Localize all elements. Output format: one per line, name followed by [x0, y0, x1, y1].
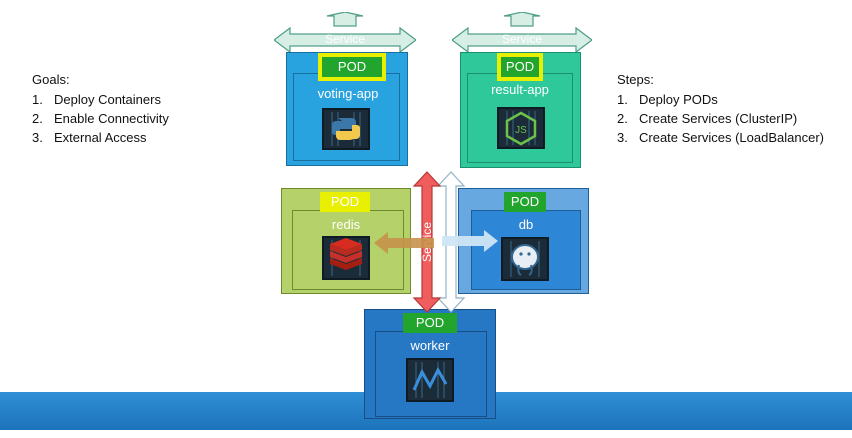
- voting-app-label: voting-app: [317, 86, 379, 101]
- goal-item: 2.Enable Connectivity: [32, 111, 169, 126]
- goal-item: 3.External Access: [32, 130, 147, 145]
- nodejs-icon: JS: [497, 107, 545, 149]
- result-app-label: result-app: [491, 82, 549, 97]
- voting-service-label: Service: [324, 32, 365, 46]
- python-icon: [322, 108, 370, 150]
- result-service-label: Service: [501, 32, 542, 46]
- worker-pod-tag: POD: [403, 313, 457, 333]
- db-connection-arrow: [442, 230, 498, 252]
- db-pod-tag: POD: [504, 192, 546, 212]
- voting-service-arrow: [274, 12, 416, 54]
- postgres-icon: [501, 237, 549, 281]
- redis-pod-tag: POD: [320, 192, 370, 212]
- result-service-arrow: [452, 12, 592, 54]
- steps-title: Steps:: [617, 72, 654, 87]
- worker-app-label: worker: [410, 338, 450, 353]
- steps-list: 1.Deploy PODs 2.Create Services (Cluster…: [617, 90, 849, 147]
- step-item: 2.Create Services (ClusterIP): [617, 111, 798, 126]
- goal-item: 1.Deploy Containers: [32, 92, 161, 107]
- goals-section: Goals: 1.Deploy Containers 2.Enable Conn…: [32, 70, 232, 147]
- result-pod-tag: POD: [501, 57, 539, 77]
- step-item: 1.Deploy PODs: [617, 92, 718, 107]
- redis-connection-arrow: [374, 232, 434, 254]
- steps-section: Steps: 1.Deploy PODs 2.Create Services (…: [617, 70, 849, 147]
- voting-pod-tag: POD: [322, 57, 382, 77]
- svg-text:JS: JS: [515, 125, 527, 136]
- redis-app-label: redis: [331, 217, 361, 232]
- worker-icon: [406, 358, 454, 402]
- db-app-label: db: [518, 217, 534, 232]
- goals-title: Goals:: [32, 72, 70, 87]
- step-item: 3.Create Services (LoadBalancer): [617, 130, 824, 145]
- redis-icon: [322, 236, 370, 280]
- goals-list: 1.Deploy Containers 2.Enable Connectivit…: [32, 90, 232, 147]
